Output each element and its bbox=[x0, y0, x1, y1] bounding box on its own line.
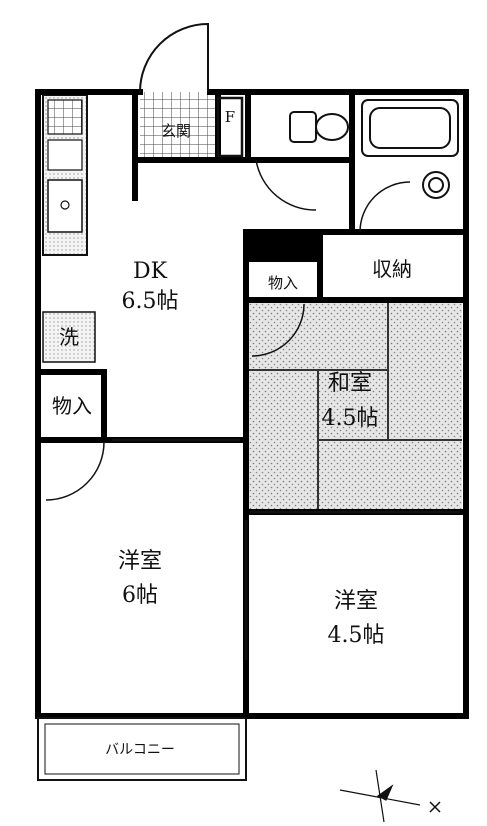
drain bbox=[60, 200, 70, 210]
label-genkan: 玄関 bbox=[161, 122, 191, 140]
tatami-seams bbox=[248, 303, 462, 509]
balcony-outline bbox=[37, 717, 247, 781]
stove bbox=[47, 99, 83, 135]
walls bbox=[35, 89, 469, 719]
washer-space bbox=[42, 311, 96, 363]
room-washitsu-name: 和室 bbox=[328, 371, 372, 396]
room-youshitsu-left-size: 6帖 bbox=[122, 583, 158, 608]
compass-north-icon bbox=[429, 801, 441, 813]
genkan-floor bbox=[140, 92, 218, 159]
pipe-shaft bbox=[248, 232, 320, 262]
label-closet-small: 物入 bbox=[268, 274, 298, 292]
washitsu-floor bbox=[248, 303, 462, 509]
room-youshitsu-left-name: 洋室 bbox=[118, 549, 162, 574]
room-washitsu-size: 4.5帖 bbox=[322, 406, 379, 431]
room-dk-name: DK bbox=[133, 259, 168, 284]
label-balcony: バルコニー bbox=[105, 742, 175, 758]
sink bbox=[47, 179, 83, 233]
compass bbox=[339, 769, 421, 823]
label-washer: 洗 bbox=[59, 325, 79, 349]
refrigerator-space bbox=[47, 139, 83, 171]
room-youshitsu-right-name: 洋室 bbox=[334, 589, 378, 614]
room-youshitsu-right-size: 4.5帖 bbox=[328, 623, 385, 648]
label-shoe-cabinet: F bbox=[225, 108, 235, 126]
label-storage: 収納 bbox=[372, 257, 412, 281]
room-dk-size: 6.5帖 bbox=[122, 289, 179, 314]
label-closet-left: 物入 bbox=[52, 394, 92, 418]
fixtures bbox=[45, 22, 460, 660]
balcony-inner bbox=[44, 723, 240, 775]
